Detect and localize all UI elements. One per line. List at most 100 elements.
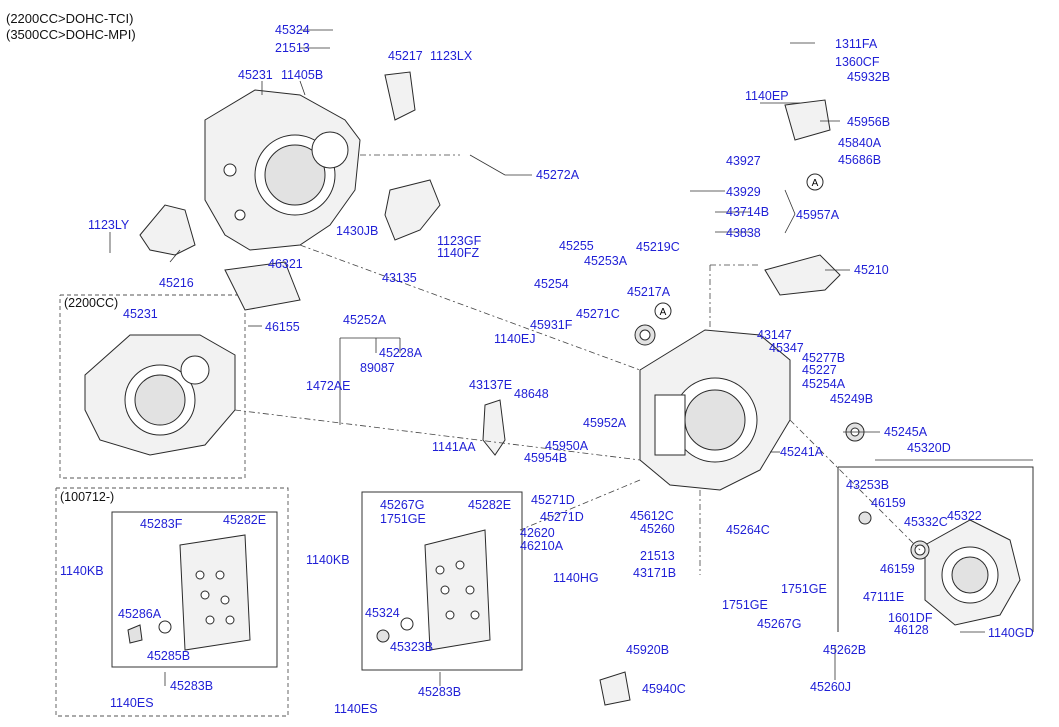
label-1140es-right: 1140ES — [334, 702, 378, 716]
label-45253a: 45253A — [584, 254, 628, 268]
label-46155: 46155 — [265, 320, 300, 334]
label-48648: 48648 — [514, 387, 549, 401]
label-45282e-left: 45282E — [223, 513, 267, 527]
label-21513-top: 21513 — [275, 41, 310, 55]
label-47111e: 47111E — [863, 590, 905, 604]
label-43927: 43927 — [726, 154, 761, 168]
label-45612c: 45612C — [630, 509, 674, 523]
label-45940c: 45940C — [642, 682, 686, 696]
label-43135: 43135 — [382, 271, 417, 285]
label-46159-upper: 46159 — [871, 496, 906, 510]
label-1123lx: 1123LX — [430, 49, 473, 63]
section-box-2200cc — [59, 294, 246, 479]
label-46128: 46128 — [894, 623, 929, 637]
section-label-2200cc: (2200CC) — [64, 296, 119, 310]
converter-housing-2200cc — [84, 334, 236, 456]
label-45271d-2: 45271D — [540, 510, 584, 524]
label-21513-lower: 21513 — [640, 549, 675, 563]
label-45285b: 45285B — [147, 649, 191, 663]
label-1751ge-1: 1751GE — [781, 582, 827, 596]
engine-header-2: (3500CC>DOHC-MPI) — [6, 27, 136, 42]
label-45686b: 45686B — [838, 153, 882, 167]
label-45932b: 45932B — [847, 70, 891, 84]
leader-lines — [109, 29, 1033, 686]
label-45283b-left: 45283B — [170, 679, 214, 693]
label-45260: 45260 — [640, 522, 675, 536]
label-45347: 45347 — [769, 341, 804, 355]
label-45283b-right: 45283B — [418, 685, 462, 699]
label-45227: 45227 — [802, 363, 837, 377]
label-1430jb: 1430JB — [336, 224, 379, 238]
label-42620: 42620 — [520, 526, 555, 540]
label-45254a: 45254A — [802, 377, 846, 391]
circle-ref-a-text-case: A — [660, 307, 667, 318]
converter-housing-45231 — [204, 89, 361, 251]
label-45952a: 45952A — [583, 416, 627, 430]
label-46210a: 46210A — [520, 539, 564, 553]
label-45245a: 45245A — [884, 425, 928, 439]
label-1140kb-left: 1140KB — [60, 564, 104, 578]
label-45267g-right: 45267G — [757, 617, 802, 631]
oil-filter-left — [127, 534, 251, 651]
label-43838: 43838 — [726, 226, 761, 240]
label-43171b: 43171B — [633, 566, 677, 580]
label-43253b: 43253B — [846, 478, 890, 492]
label-45252a: 45252A — [343, 313, 387, 327]
label-1140fz: 1140FZ — [437, 246, 480, 260]
label-1140kb-right: 1140KB — [306, 553, 350, 567]
label-45920b: 45920B — [626, 643, 670, 657]
label-45262b: 45262B — [823, 643, 867, 657]
label-45260j: 45260J — [810, 680, 852, 694]
section-box-100712 — [55, 487, 289, 717]
oil-filter-right — [376, 529, 491, 651]
label-45272a: 45272A — [536, 168, 580, 182]
label-43147: 43147 — [757, 328, 792, 342]
label-45267g-mid: 45267G — [380, 498, 425, 512]
label-45283f: 45283F — [140, 517, 183, 531]
label-1140es-left: 1140ES — [110, 696, 154, 710]
label-1141aa: 1141AA — [432, 440, 476, 454]
label-1751ge-2: 1751GE — [722, 598, 768, 612]
label-45323b: 45323B — [390, 640, 434, 654]
label-45231-top: 45231 — [238, 68, 273, 82]
label-45271d-1: 45271D — [531, 493, 575, 507]
label-1123gf: 1123GF — [437, 234, 482, 248]
label-45840a: 45840A — [838, 136, 882, 150]
label-1140hg: 1140HG — [553, 571, 599, 585]
label-11405b: 11405B — [281, 68, 324, 82]
label-43714b: 43714B — [726, 205, 770, 219]
label-1311fa: 1311FA — [835, 37, 878, 51]
label-46159-lower: 46159 — [880, 562, 915, 576]
label-45264c: 45264C — [726, 523, 770, 537]
label-89087: 89087 — [360, 361, 395, 375]
label-1140ej: 1140EJ — [494, 332, 536, 346]
label-43929: 43929 — [726, 185, 761, 199]
label-1140gd: 1140GD — [988, 626, 1034, 640]
transaxle-case-45241a — [639, 329, 791, 491]
label-45255: 45255 — [559, 239, 594, 253]
label-1140ep: 1140EP — [745, 89, 789, 103]
label-45228a: 45228A — [379, 346, 423, 360]
label-45271c: 45271C — [576, 307, 620, 321]
label-45322: 45322 — [947, 509, 982, 523]
section-label-100712: (100712-) — [60, 490, 115, 504]
label-45286a: 45286A — [118, 607, 162, 621]
label-45954b: 45954B — [524, 451, 568, 465]
circle-ref-a-case — [654, 302, 672, 320]
circle-ref-a-text-top: A — [812, 178, 819, 189]
bracket-45320d — [838, 466, 1034, 632]
label-45324-lower: 45324 — [365, 606, 400, 620]
label-45320d: 45320D — [907, 441, 951, 455]
label-46321: 46321 — [268, 257, 303, 271]
label-45957a: 45957A — [796, 208, 840, 222]
label-1751ge-mid: 1751GE — [380, 512, 426, 526]
engine-header-1: (2200CC>DOHC-TCI) — [6, 11, 134, 26]
small-parts — [139, 71, 930, 706]
label-45210: 45210 — [854, 263, 889, 277]
label-45277b: 45277B — [802, 351, 846, 365]
label-45231-2200cc: 45231 — [123, 307, 158, 321]
label-43137e: 43137E — [469, 378, 513, 392]
label-45217a: 45217A — [627, 285, 671, 299]
label-45931f: 45931F — [530, 318, 573, 332]
